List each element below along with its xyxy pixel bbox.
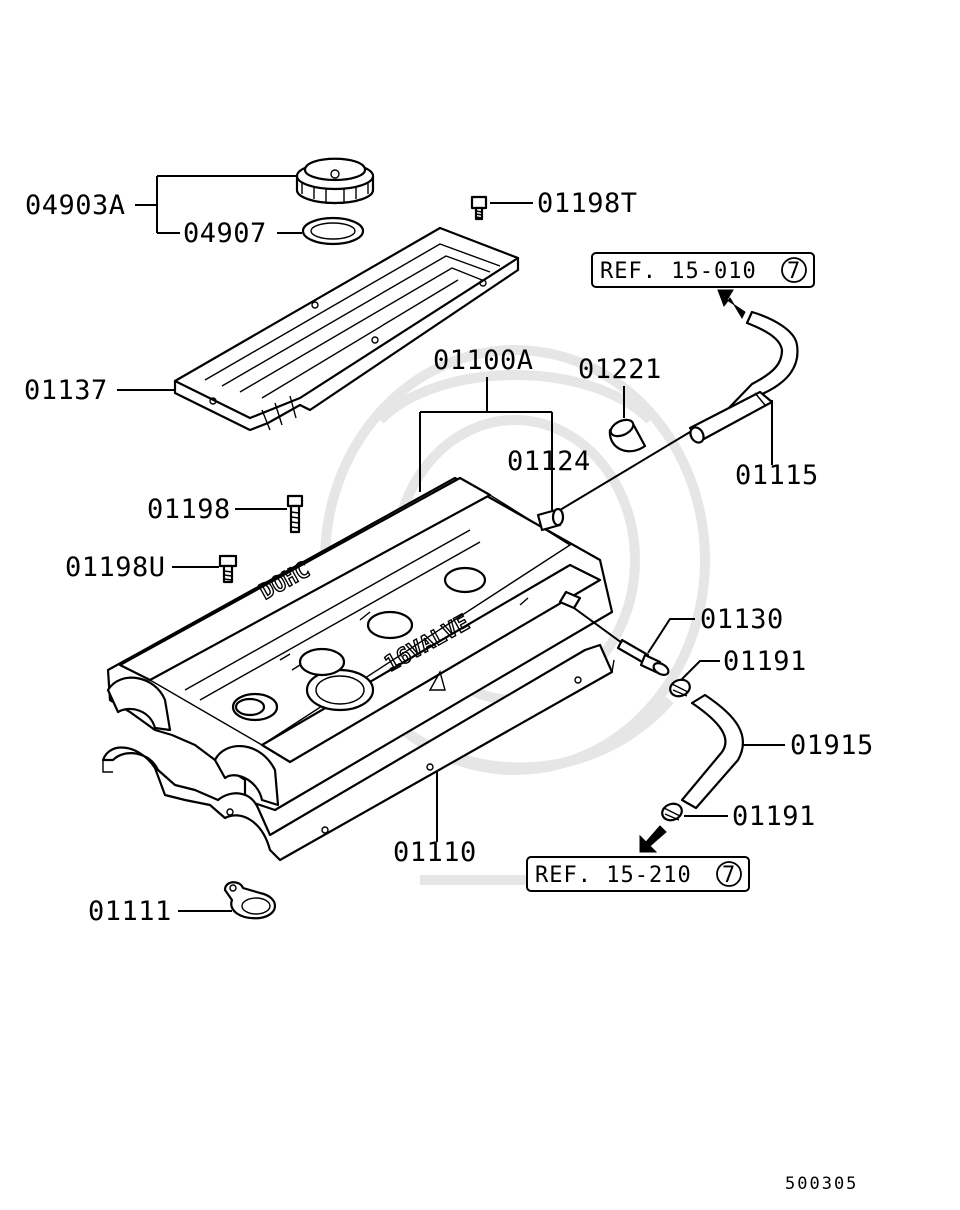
center-cover-plate [173, 226, 520, 432]
label-01110: 01110 [393, 837, 477, 868]
breather-hose [688, 310, 799, 444]
ref-arrow-up-icon [717, 289, 746, 320]
label-01111: 01111 [88, 896, 172, 927]
pcv-hose [680, 693, 744, 810]
label-01130: 01130 [700, 604, 784, 635]
bolt-01198 [286, 494, 304, 534]
hose-clip-lower [661, 802, 683, 822]
label-01198: 01198 [147, 494, 231, 525]
ref-arrow-down-icon [639, 825, 667, 853]
rocker-cover-gasket [101, 643, 615, 862]
footer-diagram-code: 500305 [785, 1174, 858, 1194]
hose-clip-upper [669, 678, 691, 698]
pcv-valve [616, 638, 670, 676]
filler-cap-gasket [301, 216, 365, 246]
breather-connection-line [559, 431, 691, 511]
label-04903a: 04903A [25, 190, 126, 221]
oil-filler-cap [295, 157, 375, 205]
label-01137: 01137 [24, 375, 108, 406]
label-01221: 01221 [578, 354, 662, 385]
leader-01100a [419, 377, 553, 510]
label-01191-lower: 01191 [732, 801, 816, 832]
ref-box-15-010[interactable]: REF. 15-010 7 [591, 252, 815, 288]
leader-01130 [647, 618, 695, 654]
ref-circled-15-210: 7 [722, 863, 736, 888]
bolt-01198u [218, 554, 238, 584]
half-moon-seal [608, 418, 647, 453]
label-01198u: 01198U [65, 552, 166, 583]
spark-plug-tube-seal [223, 881, 277, 920]
label-01124: 01124 [507, 446, 591, 477]
cap-bracket-leader [135, 175, 296, 234]
leader-01191-upper [681, 660, 720, 680]
ref-box-15-210[interactable]: REF. 15-210 7 [526, 856, 750, 892]
ref-text-15-210: REF. 15-210 [535, 863, 692, 888]
label-01198t: 01198T [537, 188, 638, 219]
label-01100a: 01100A [433, 345, 534, 376]
label-01191-upper: 01191 [723, 646, 807, 677]
pcv-connection-line [573, 607, 623, 644]
label-01115: 01115 [735, 460, 819, 491]
rocker-cover: DOHC 16VALVE [106, 476, 614, 812]
label-01915: 01915 [790, 730, 874, 761]
ref-circled-15-010: 7 [787, 259, 801, 284]
ref-text-15-010: REF. 15-010 [600, 259, 757, 284]
label-04907: 04907 [183, 218, 267, 249]
bolt-01198t [470, 195, 488, 221]
